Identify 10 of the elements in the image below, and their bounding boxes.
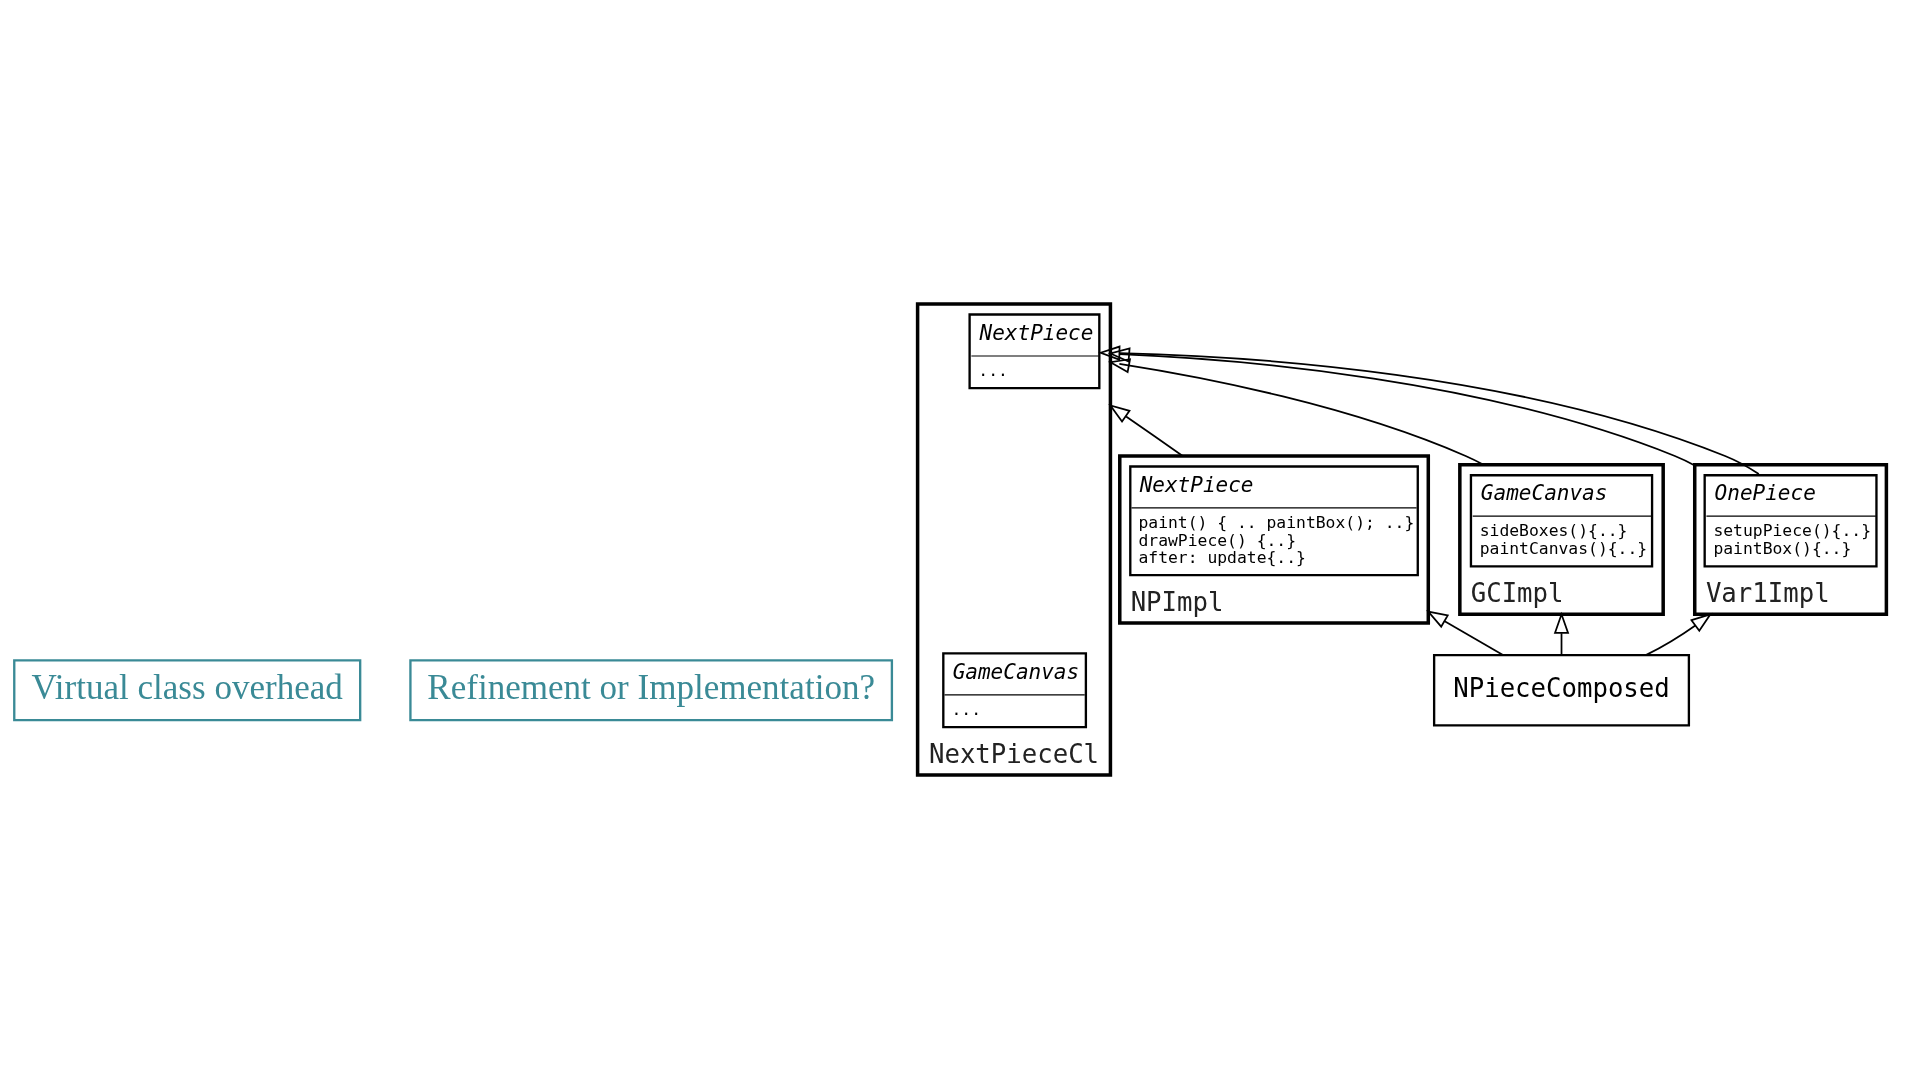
- node-box: Virtual class overhead: [13, 659, 362, 722]
- arrow: [1553, 611, 1570, 656]
- arrow: [1107, 358, 1485, 466]
- node-box: Refinement or Implementation?: [409, 659, 894, 722]
- arrow: [1426, 610, 1504, 656]
- arrow: [1107, 347, 1696, 467]
- node-box: NPieceComposed: [1432, 654, 1691, 727]
- arrow: [1098, 345, 1760, 475]
- arrow: [1644, 612, 1713, 657]
- arrow: [1108, 404, 1184, 457]
